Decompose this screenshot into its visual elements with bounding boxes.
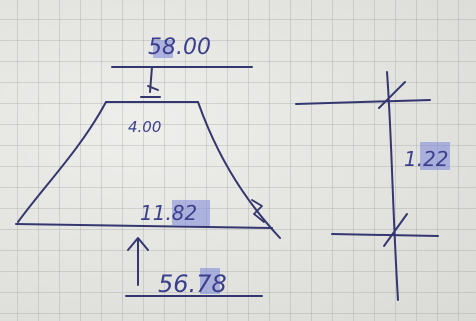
height-bottom-tick	[383, 213, 408, 247]
highlight-height	[420, 142, 450, 170]
height-label: 1.22	[404, 147, 449, 171]
top-width-label: 58.00	[148, 35, 211, 60]
trapezoid-left-edge	[17, 101, 107, 223]
highlight-top	[153, 40, 173, 58]
highlight-bottom	[200, 268, 220, 294]
top-inner-label: 4.00	[128, 118, 161, 136]
bottom-width-label: 56.78	[158, 270, 227, 298]
right-edge-tick	[251, 199, 265, 223]
trapezoid-bottom-edge	[15, 223, 273, 229]
height-top-line	[295, 99, 431, 105]
height-top-tick	[378, 81, 406, 109]
bottom-arrow	[127, 237, 149, 286]
top-arrow-mark	[140, 66, 161, 98]
highlight-slant	[172, 200, 210, 226]
height-bottom-line	[331, 233, 439, 237]
trapezoid-right-edge	[197, 101, 281, 239]
height-vertical-line	[386, 71, 399, 301]
slant-label: 11.82	[140, 201, 197, 225]
